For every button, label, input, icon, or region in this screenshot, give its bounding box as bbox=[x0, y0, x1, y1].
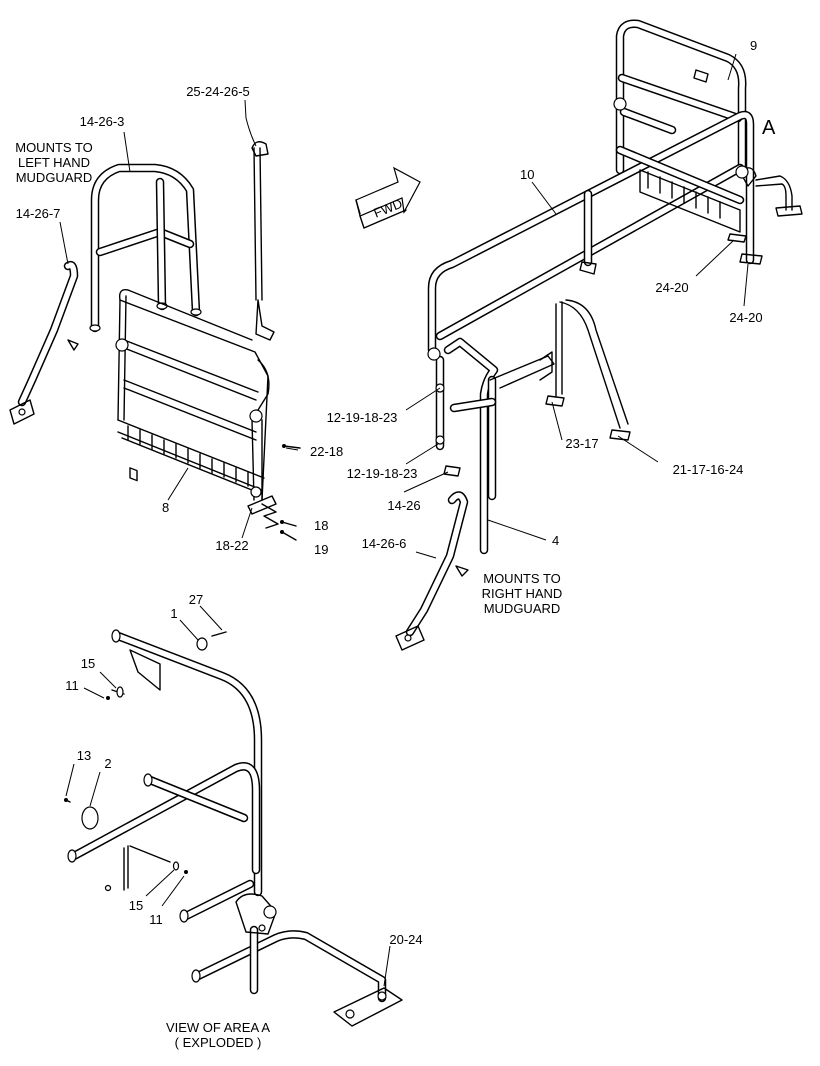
callout-11-lower: 11 bbox=[149, 912, 163, 927]
right-main-rail-10 bbox=[427, 110, 803, 355]
left-rod-25-24-26-5 bbox=[251, 141, 275, 341]
view-label-line-1: VIEW OF AREA A bbox=[166, 1020, 270, 1035]
callout-13: 13 bbox=[77, 748, 91, 763]
callout-24-20-lower: 24-20 bbox=[729, 310, 762, 325]
note-right-mount: MOUNTS TO RIGHT HAND MUDGUARD bbox=[482, 571, 563, 616]
callout-24-20-upper: 24-20 bbox=[655, 280, 688, 295]
note-view-label: VIEW OF AREA A ( EXPLODED ) bbox=[166, 1020, 270, 1050]
right-support-14-26-6 bbox=[395, 491, 469, 651]
left-handrail-14-26-3 bbox=[89, 163, 202, 333]
left-step-assembly-8 bbox=[115, 289, 277, 515]
left-support-14-26-7 bbox=[9, 260, 79, 425]
step-grating bbox=[121, 425, 263, 495]
callout-9: 9 bbox=[750, 38, 757, 53]
right-upper-rail-9 bbox=[613, 19, 747, 175]
callout-8: 8 bbox=[162, 500, 169, 515]
callout-11-upper: 11 bbox=[65, 678, 79, 693]
callout-view-a-marker: A bbox=[762, 117, 776, 139]
callout-14-26-6: 14-26-6 bbox=[362, 536, 407, 551]
note-left-mount: MOUNTS TO LEFT HAND MUDGUARD bbox=[15, 140, 93, 185]
callout-2: 2 bbox=[104, 756, 111, 771]
callout-22-18: 22-18 bbox=[310, 444, 343, 459]
detail-view-a bbox=[64, 629, 403, 1027]
callout-labels: 25-24-26-5 14-26-3 14-26-7 22-18 8 18-22… bbox=[16, 38, 776, 947]
callout-14-26: 14-26 bbox=[387, 498, 420, 513]
callout-25-24-26-5: 25-24-26-5 bbox=[186, 84, 250, 99]
callout-18: 18 bbox=[314, 518, 328, 533]
note-right-line-3: MUDGUARD bbox=[484, 601, 561, 616]
leader-lines bbox=[59, 53, 749, 987]
note-right-line-2: RIGHT HAND bbox=[482, 586, 563, 601]
callout-14-26-3: 14-26-3 bbox=[80, 114, 125, 129]
callout-27: 27 bbox=[189, 592, 203, 607]
note-right-line-1: MOUNTS TO bbox=[483, 571, 561, 586]
note-left-line-1: MOUNTS TO bbox=[15, 140, 93, 155]
callout-1: 1 bbox=[170, 606, 177, 621]
right-lower-assembly-4 bbox=[427, 299, 631, 555]
note-left-line-3: MUDGUARD bbox=[16, 170, 93, 185]
callout-21-17-16-24: 21-17-16-24 bbox=[673, 462, 744, 477]
callout-15-upper: 15 bbox=[81, 656, 95, 671]
note-left-line-2: LEFT HAND bbox=[18, 155, 90, 170]
callout-12-19-18-23-lower: 12-19-18-23 bbox=[347, 466, 418, 481]
callout-23-17: 23-17 bbox=[565, 436, 598, 451]
callout-20-24: 20-24 bbox=[389, 932, 422, 947]
callout-10: 10 bbox=[520, 167, 534, 182]
callout-15-lower: 15 bbox=[129, 898, 143, 913]
view-label-line-2: ( EXPLODED ) bbox=[175, 1035, 262, 1050]
left-hardware bbox=[261, 444, 301, 541]
callout-4: 4 bbox=[552, 533, 559, 548]
callout-14-26-7: 14-26-7 bbox=[16, 206, 61, 221]
fwd-arrow: FWD bbox=[355, 166, 421, 229]
callout-19: 19 bbox=[314, 542, 328, 557]
callout-12-19-18-23-upper: 12-19-18-23 bbox=[327, 410, 398, 425]
callout-18-22: 18-22 bbox=[215, 538, 248, 553]
